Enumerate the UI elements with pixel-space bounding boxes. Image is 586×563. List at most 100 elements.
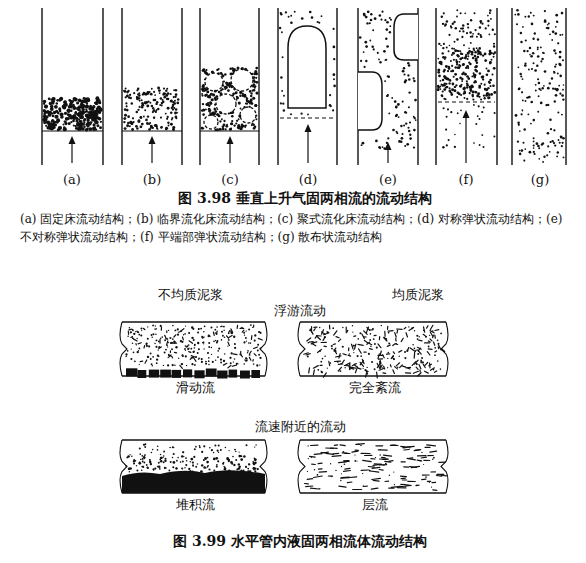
particle	[246, 340, 247, 341]
bed-particle	[140, 116, 143, 119]
particle-streak	[133, 339, 137, 341]
bed-particle	[138, 119, 140, 121]
particle-streak	[419, 370, 421, 372]
particle	[139, 364, 140, 365]
particle	[370, 345, 372, 347]
bed-particle	[96, 100, 99, 103]
particle-streak	[173, 343, 177, 344]
slug-particle	[462, 63, 465, 66]
particle	[520, 32, 522, 34]
particle	[533, 140, 535, 142]
slug-particle	[477, 49, 480, 52]
particle-streak	[348, 348, 349, 351]
particle-streak	[336, 356, 341, 357]
particle	[205, 363, 207, 365]
slug-particle	[469, 86, 472, 89]
particle	[206, 461, 209, 464]
particle-streak	[393, 370, 395, 374]
pipe-wall	[300, 375, 446, 377]
particle	[279, 27, 281, 29]
particle	[140, 459, 141, 460]
particle	[250, 342, 252, 344]
particle-streak	[312, 344, 316, 346]
bed-particle	[59, 112, 63, 116]
particle-streak	[240, 328, 244, 329]
particle	[141, 455, 143, 457]
particle	[209, 447, 211, 449]
particle	[187, 348, 189, 350]
particle	[408, 64, 411, 67]
particle	[321, 371, 323, 373]
particle	[538, 158, 540, 160]
particle-streak	[366, 327, 368, 333]
particle	[528, 114, 530, 116]
particle	[562, 137, 565, 140]
particle	[171, 348, 173, 350]
particle	[408, 78, 410, 80]
particle	[362, 142, 365, 145]
particle	[460, 12, 462, 14]
bed-particle	[92, 105, 95, 108]
particle	[152, 324, 154, 326]
particle	[549, 82, 551, 84]
particle	[280, 102, 282, 104]
particle	[554, 100, 556, 102]
bed-particle	[56, 102, 59, 105]
particle	[256, 364, 258, 366]
flow-arrow	[387, 148, 388, 163]
bed-particle	[161, 102, 164, 105]
particle	[140, 328, 142, 330]
particle-streak	[237, 325, 239, 328]
slug-particle	[479, 72, 482, 75]
particle-streak	[313, 366, 318, 369]
particle	[333, 85, 336, 88]
pipe-wall	[300, 439, 446, 441]
bed-particle	[129, 121, 132, 124]
particle	[412, 344, 414, 346]
particle	[434, 354, 436, 356]
slug-particle	[491, 59, 493, 61]
slug-particle	[455, 59, 457, 61]
particle	[371, 361, 373, 363]
particle-streak	[387, 345, 390, 346]
bed-particle	[253, 127, 256, 130]
particle	[534, 32, 536, 34]
bed-particle	[51, 101, 55, 105]
particle	[473, 47, 475, 49]
particle	[543, 156, 545, 158]
particle	[352, 331, 353, 332]
particle	[370, 13, 372, 15]
particle	[470, 19, 472, 21]
particle	[525, 39, 527, 41]
particle	[344, 367, 345, 368]
particle-streak	[170, 351, 171, 353]
particle	[174, 364, 176, 366]
particle	[334, 350, 336, 352]
particle	[365, 60, 367, 62]
particle-streak	[159, 339, 160, 343]
particle	[353, 345, 355, 347]
bed-particle	[202, 103, 204, 105]
bed-particle	[163, 92, 166, 95]
particle	[540, 89, 542, 91]
particle-streak	[404, 328, 406, 329]
particle	[186, 460, 188, 462]
slug-particle	[473, 74, 476, 77]
particle	[522, 142, 524, 144]
bed-particle	[123, 121, 125, 123]
particle	[135, 460, 136, 461]
particle-streak	[339, 339, 341, 341]
particle	[185, 350, 186, 351]
particle-streak	[378, 354, 379, 359]
particle	[257, 344, 259, 346]
particle	[494, 112, 496, 114]
gas-slug	[288, 26, 326, 108]
bed-particle	[153, 117, 155, 119]
particle	[454, 134, 456, 136]
slug-particle	[454, 66, 457, 69]
bed-particle	[175, 93, 178, 96]
particle	[401, 133, 403, 135]
particle	[322, 358, 324, 360]
particle	[164, 339, 166, 341]
particle	[228, 460, 230, 462]
